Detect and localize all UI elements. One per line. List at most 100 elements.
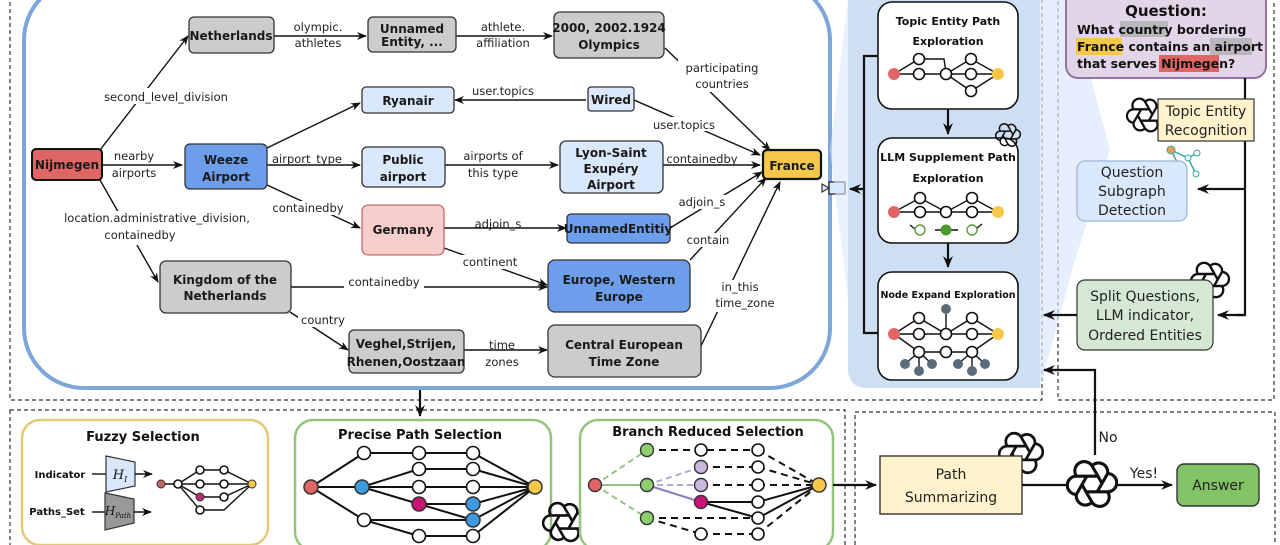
node-europe: Europe, Western Europe	[547, 259, 691, 313]
llm-supplement-panel: LLM Supplement Path Exploration	[877, 137, 1019, 244]
selection-frame	[9, 409, 846, 545]
svg-text:Airport: Airport	[587, 178, 635, 192]
edge-label: athlete.	[481, 20, 525, 34]
svg-text:Entity, ...: Entity, ...	[381, 35, 443, 49]
svg-text:Answer: Answer	[1192, 478, 1244, 494]
svg-text:Exploration: Exploration	[912, 35, 983, 48]
edge-label: affiliation	[476, 36, 530, 50]
svg-text:Question:: Question:	[1125, 2, 1207, 20]
svg-text:2000, 2002.1924: 2000, 2002.1924	[552, 21, 666, 35]
node-public-airport: Public airport	[361, 146, 446, 188]
svg-text:Unnamed: Unnamed	[380, 22, 444, 36]
edge-label: this type	[468, 166, 518, 180]
svg-text:Split Questions,: Split Questions,	[1090, 289, 1200, 305]
edge-label: nearby	[114, 149, 154, 163]
svg-text:Rhenen,Oostzaan: Rhenen,Oostzaan	[347, 355, 466, 369]
node-weeze-airport: Weeze Airport	[184, 143, 268, 190]
svg-text:Path: Path	[936, 467, 967, 483]
topic-entity-path-panel: Topic Entity Path Exploration	[877, 1, 1019, 110]
yes-label: Yes!	[1129, 466, 1158, 482]
svg-text:airport: airport	[380, 170, 427, 184]
answer-box: Answer	[1176, 463, 1260, 507]
svg-text:France contains an airport: France contains an airport	[1077, 39, 1263, 54]
svg-text:that serves Nijmegen?: that serves Nijmegen?	[1077, 56, 1235, 71]
edge-label: containedby	[272, 201, 343, 215]
edge-label: continent	[463, 255, 518, 269]
edge-label: countries	[695, 77, 748, 91]
svg-text:Question: Question	[1101, 165, 1164, 181]
node-netherlands: Netherlands	[188, 16, 275, 54]
edge-label: olympic.	[294, 20, 343, 34]
edge-label: adjoin_s	[475, 217, 522, 231]
node-lyon-airport: Lyon-Saint Exupéry Airport	[559, 140, 664, 194]
edge-label: user.topics	[653, 118, 715, 132]
edge-label: participating	[686, 61, 759, 75]
svg-text:LLM Supplement Path: LLM Supplement Path	[880, 151, 1016, 164]
edge-label: airports	[112, 166, 157, 180]
split-questions-box: Split Questions, LLM indicator, Ordered …	[1076, 279, 1214, 351]
node-expand-panel: Node Expand Exploration	[877, 271, 1019, 381]
svg-text:Ryanair: Ryanair	[382, 94, 433, 108]
node-nijmegen: Nijmegen	[31, 148, 103, 181]
edge-label: in_this	[721, 280, 758, 294]
edge-label: country	[301, 313, 345, 327]
edge-label: time_zone	[715, 296, 774, 310]
svg-text:Node Expand Exploration: Node Expand Exploration	[880, 290, 1015, 301]
node-olympics: 2000, 2002.1924 Olympics	[552, 11, 666, 59]
precise-path-selection-panel: Precise Path Selection	[293, 418, 553, 545]
indicator-encoder	[105, 455, 136, 493]
node-unnamed-entity: Unnamed Entity, ...	[367, 16, 457, 53]
svg-text:Airport: Airport	[202, 170, 250, 184]
svg-text:Recognition: Recognition	[1165, 123, 1247, 139]
svg-text:HI: HI	[112, 468, 128, 484]
svg-text:France: France	[769, 159, 814, 173]
svg-text:Kingdom of the: Kingdom of the	[173, 273, 277, 287]
node-kingdom-netherlands: Kingdom of the Netherlands	[159, 260, 292, 314]
svg-text:Central European: Central European	[565, 338, 683, 352]
question-box: Question: What country bordering France …	[1065, 0, 1267, 79]
edge-label: contain	[687, 233, 730, 247]
loop-line	[862, 54, 878, 335]
svg-text:Public: Public	[382, 153, 423, 167]
svg-text:LLM indicator,: LLM indicator,	[1096, 308, 1194, 324]
svg-text:Netherlands: Netherlands	[183, 289, 266, 303]
svg-text:Fuzzy Selection: Fuzzy Selection	[86, 430, 200, 445]
svg-text:Germany: Germany	[373, 223, 434, 237]
edge-label: user.topics	[472, 84, 534, 98]
edge-label: time	[489, 338, 515, 352]
node-ryanair: Ryanair	[361, 86, 455, 114]
svg-text:Nijmegen: Nijmegen	[35, 158, 99, 172]
no-label: No	[1098, 430, 1117, 446]
edge-label: airport_type	[272, 152, 342, 166]
svg-text:Subgraph: Subgraph	[1098, 184, 1166, 200]
fuzzy-selection-panel: Fuzzy Selection Indicator HI Paths_Set H…	[20, 418, 270, 545]
svg-text:Europe: Europe	[595, 290, 643, 304]
network-icon	[1166, 145, 1201, 178]
edge-label: containedby	[104, 228, 175, 242]
no-loop-line	[1044, 368, 1097, 455]
svg-text:Netherlands: Netherlands	[189, 29, 272, 43]
svg-text:Exupéry: Exupéry	[584, 162, 639, 176]
svg-text:Exploration: Exploration	[912, 172, 983, 185]
svg-text:Weeze: Weeze	[204, 153, 248, 167]
node-germany: Germany	[361, 204, 445, 256]
node-veghel: Veghel,Strijen, Rhenen,Oostzaan	[347, 329, 466, 374]
edge-label: containedby	[348, 275, 419, 289]
edge-label: containedby	[666, 152, 737, 166]
node-unnamed-entitiy: UnnamedEntitiy	[564, 213, 672, 244]
svg-text:Time Zone: Time Zone	[589, 355, 660, 369]
svg-text:Detection: Detection	[1098, 203, 1166, 219]
edge-label: airports of	[463, 149, 523, 163]
branch-reduced-selection-panel: Branch Reduced Selection	[578, 418, 835, 545]
svg-text:Wired: Wired	[591, 93, 631, 107]
edge-label: location.administrative_division,	[64, 211, 250, 225]
llm-decision-icon[interactable]	[1066, 460, 1118, 508]
svg-text:Paths_Set: Paths_Set	[29, 507, 85, 518]
exploration-cone	[1040, 0, 1110, 388]
edge-label: adjoin_s	[679, 195, 726, 209]
node-wired: Wired	[587, 86, 635, 112]
path-summarizing-box: Path Summarizing	[879, 455, 1023, 515]
answer-frame	[854, 411, 1276, 545]
edge-label: second_level_division	[104, 90, 228, 104]
